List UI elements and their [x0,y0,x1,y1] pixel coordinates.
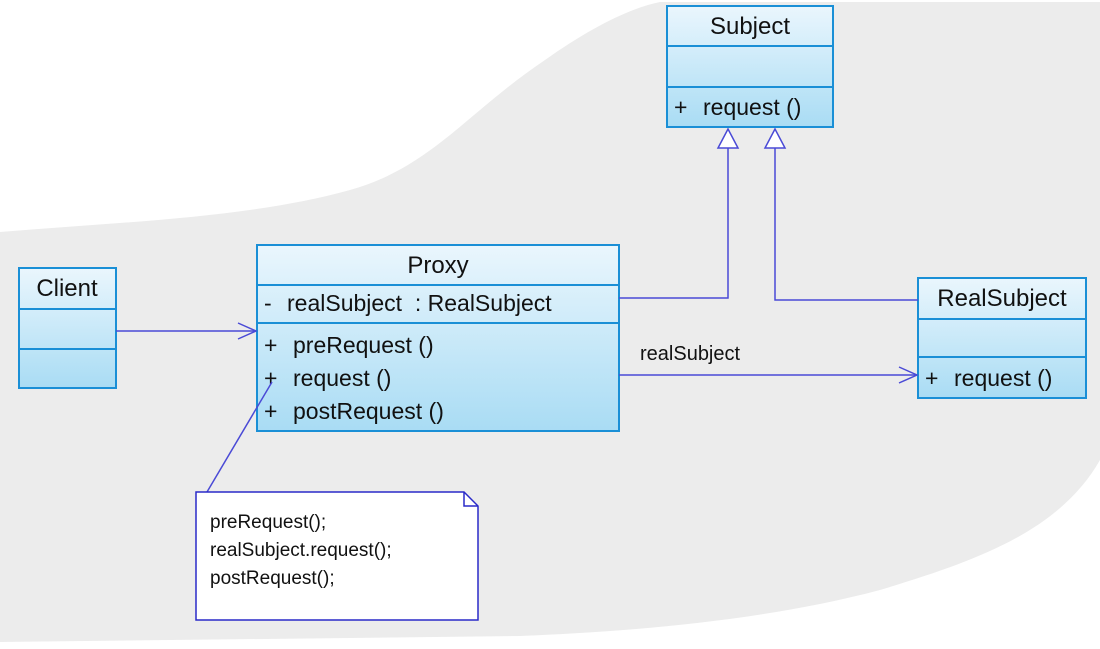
open-arrowhead [237,322,258,340]
class-subject-name: Subject [710,13,790,40]
class-proxy-op-request: request () [293,365,391,391]
note-line: preRequest(); [210,512,326,533]
class-proxy-op-pre-request: preRequest () [293,332,434,358]
class-client-name: Client [36,275,98,302]
class-proxy-op-visibility: + [264,332,277,358]
class-real-subject-op-visibility: + [925,365,938,391]
hollow-triangle-arrowhead [763,127,787,149]
class-subject[interactable]: Subject + request () [666,5,834,128]
class-real-subject[interactable]: RealSubject + request () [917,277,1087,399]
class-proxy-op-visibility: + [264,398,277,424]
note-line: postRequest(); [210,568,335,589]
class-subject-op-request: request () [703,94,801,120]
association-label-real-subject: realSubject [640,343,741,365]
realization-real-subject-subject[interactable] [774,148,918,301]
class-proxy-attr-visibility: - [264,290,272,316]
class-client[interactable]: Client [18,267,117,389]
class-proxy-op-post-request: postRequest () [293,398,444,424]
class-proxy-op-visibility: + [264,365,277,391]
code-note[interactable]: preRequest(); realSubject.request(); pos… [195,491,479,621]
class-proxy[interactable]: Proxy - realSubject : RealSubject + preR… [256,244,620,432]
class-real-subject-op-request: request () [954,365,1052,391]
open-arrowhead [898,366,919,384]
note-line: realSubject.request(); [210,540,392,561]
class-subject-op-visibility: + [674,94,687,120]
note-anchor-line [206,381,273,493]
class-proxy-name: Proxy [407,252,468,279]
hollow-triangle-arrowhead [716,127,740,149]
class-proxy-attr-real-subject: realSubject : RealSubject [287,290,552,316]
realization-proxy-subject[interactable] [619,148,729,299]
class-real-subject-name: RealSubject [937,285,1067,312]
